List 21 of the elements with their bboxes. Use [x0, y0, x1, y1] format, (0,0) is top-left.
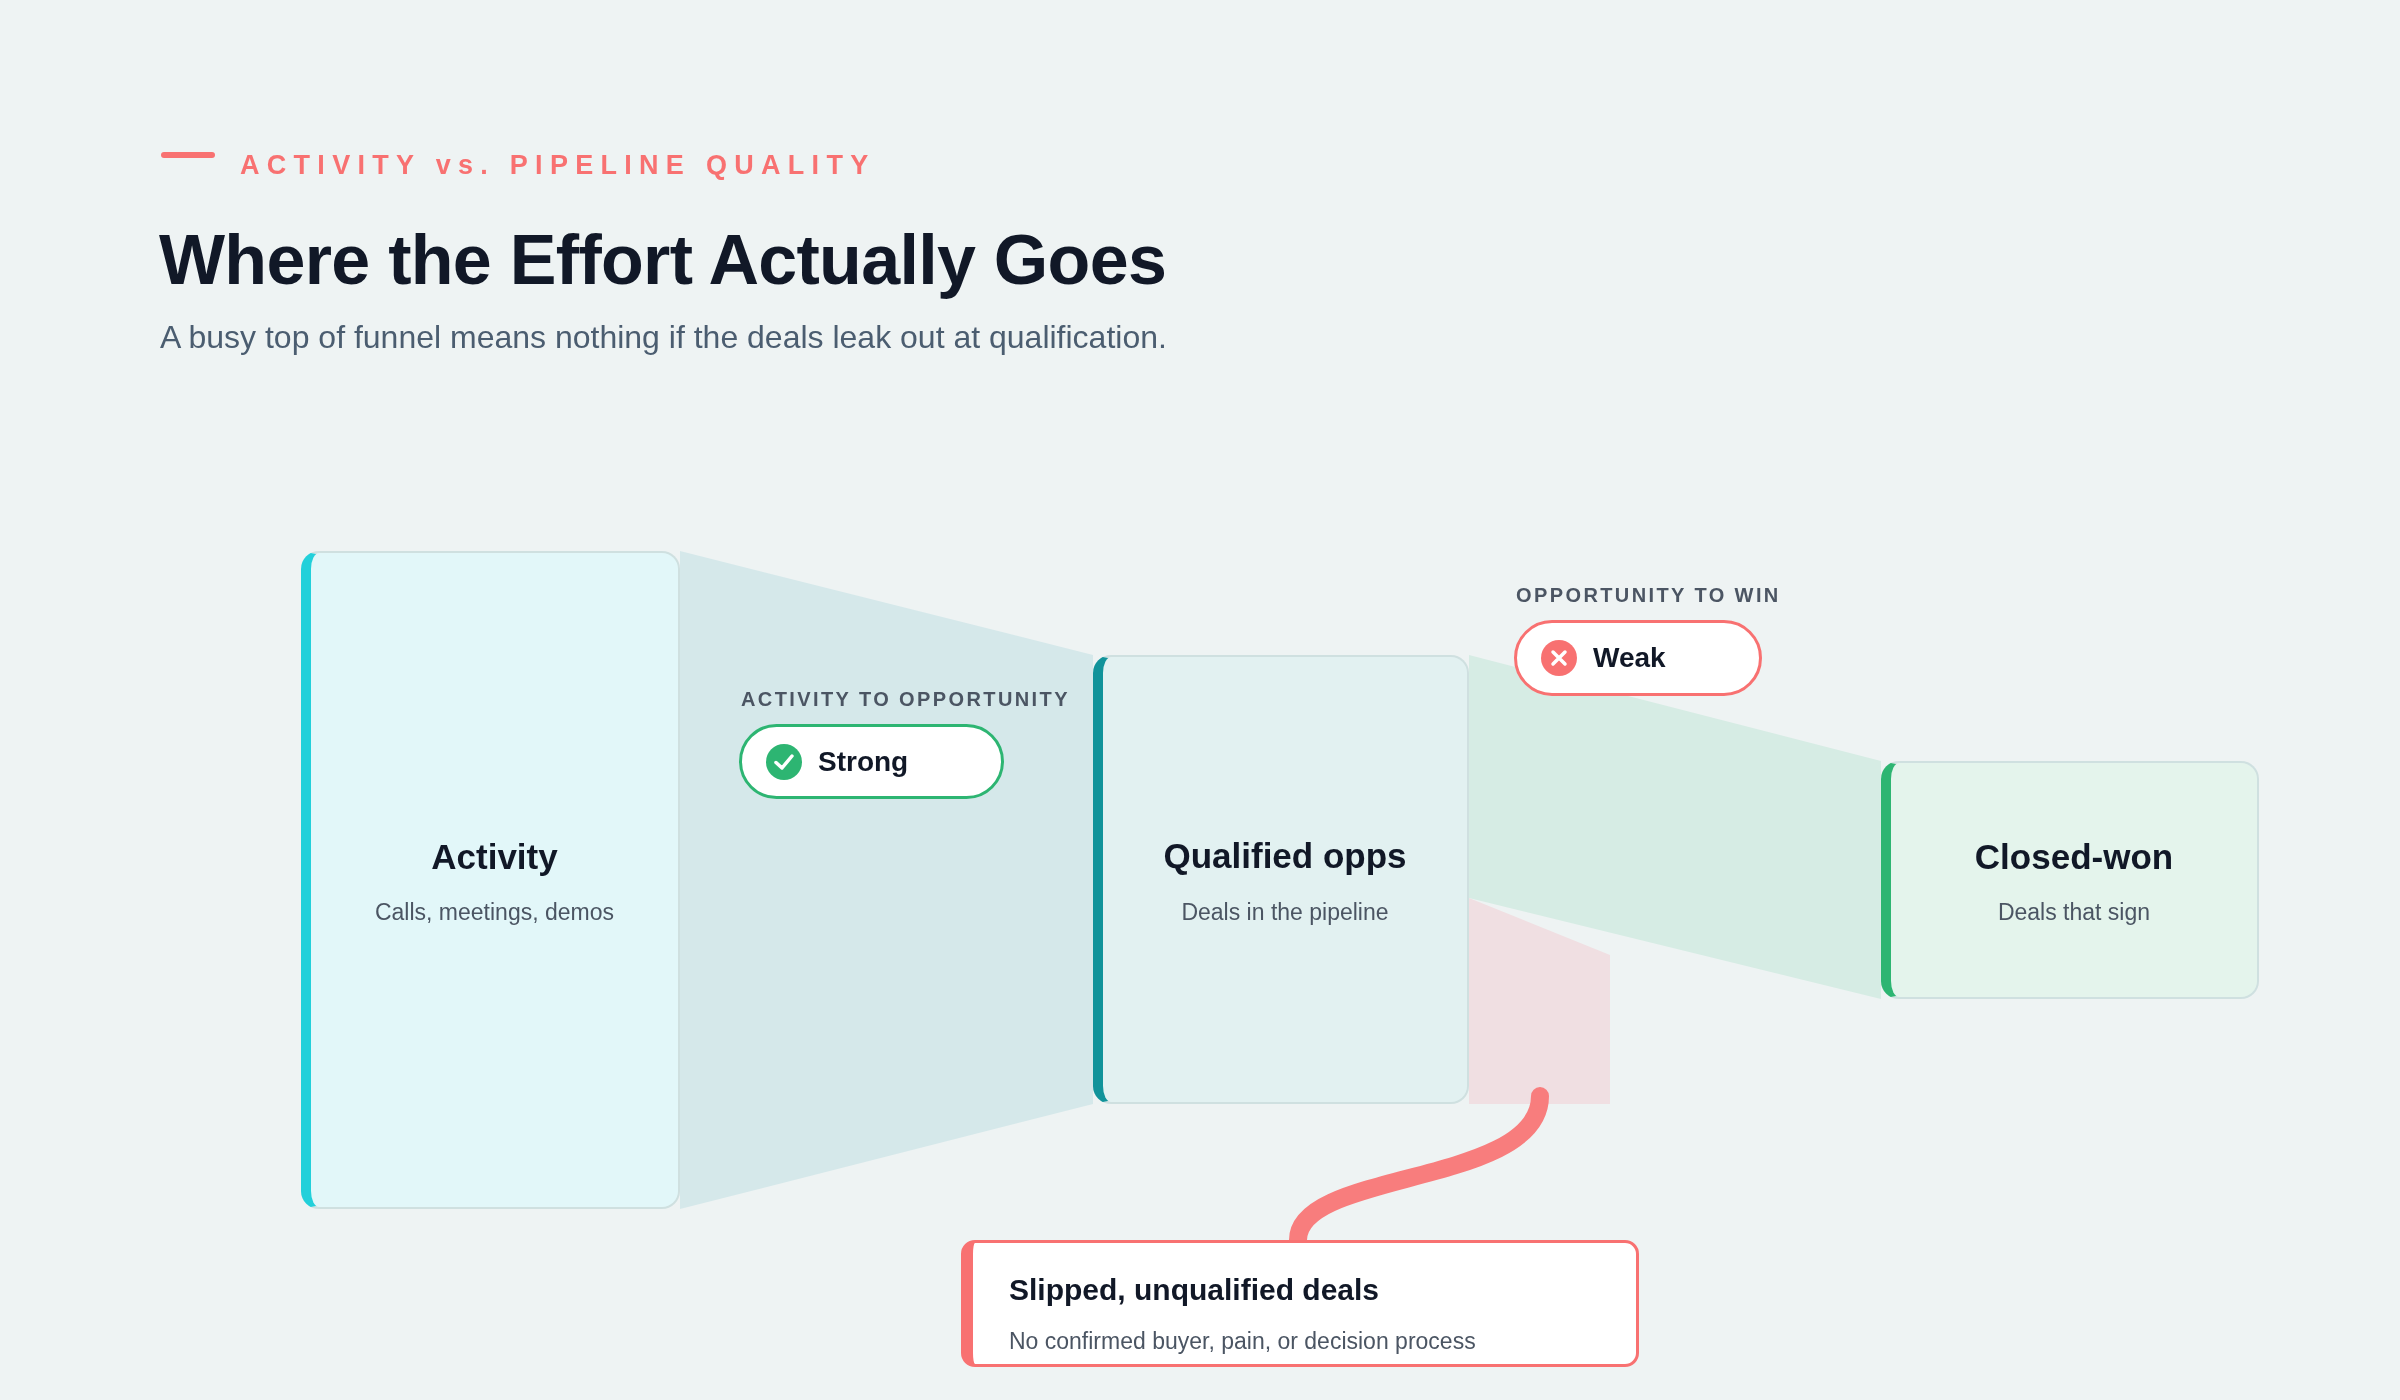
stage-description: Calls, meetings, demos — [374, 898, 614, 927]
stage-description: Deals that sign — [1997, 898, 2151, 927]
stage-description: Deals in the pipeline — [1181, 897, 1389, 927]
pill-heading: OPPORTUNITY TO WIN — [1516, 583, 1781, 608]
stage-card — [1881, 761, 2259, 999]
stage-card — [1093, 655, 1469, 1104]
status-text: Weak — [1593, 641, 1666, 675]
title: Where the Effort Actually Goes — [159, 220, 1167, 301]
kicker-text: ACTIVITY vs. PIPELINE QUALITY — [240, 149, 876, 182]
pill-heading: ACTIVITY TO OPPORTUNITY — [741, 687, 1070, 712]
status-text: Strong — [818, 744, 909, 779]
callout-title: Slipped, unqualified deals — [1009, 1272, 1381, 1308]
callout-card — [961, 1240, 1639, 1367]
subtitle: A busy top of funnel means nothing if the deals leak out at qualification. — [160, 318, 1167, 357]
stage-card — [301, 551, 680, 1209]
callout-description: No confirmed buyer, pain, or decision process — [1009, 1327, 1477, 1356]
stage-title: Closed-won — [1974, 835, 2174, 878]
funnel-band — [680, 551, 1093, 1209]
stage-title: Activity — [431, 835, 558, 878]
funnel-band — [1469, 655, 1881, 999]
stage-title: Qualified opps — [1163, 835, 1407, 877]
